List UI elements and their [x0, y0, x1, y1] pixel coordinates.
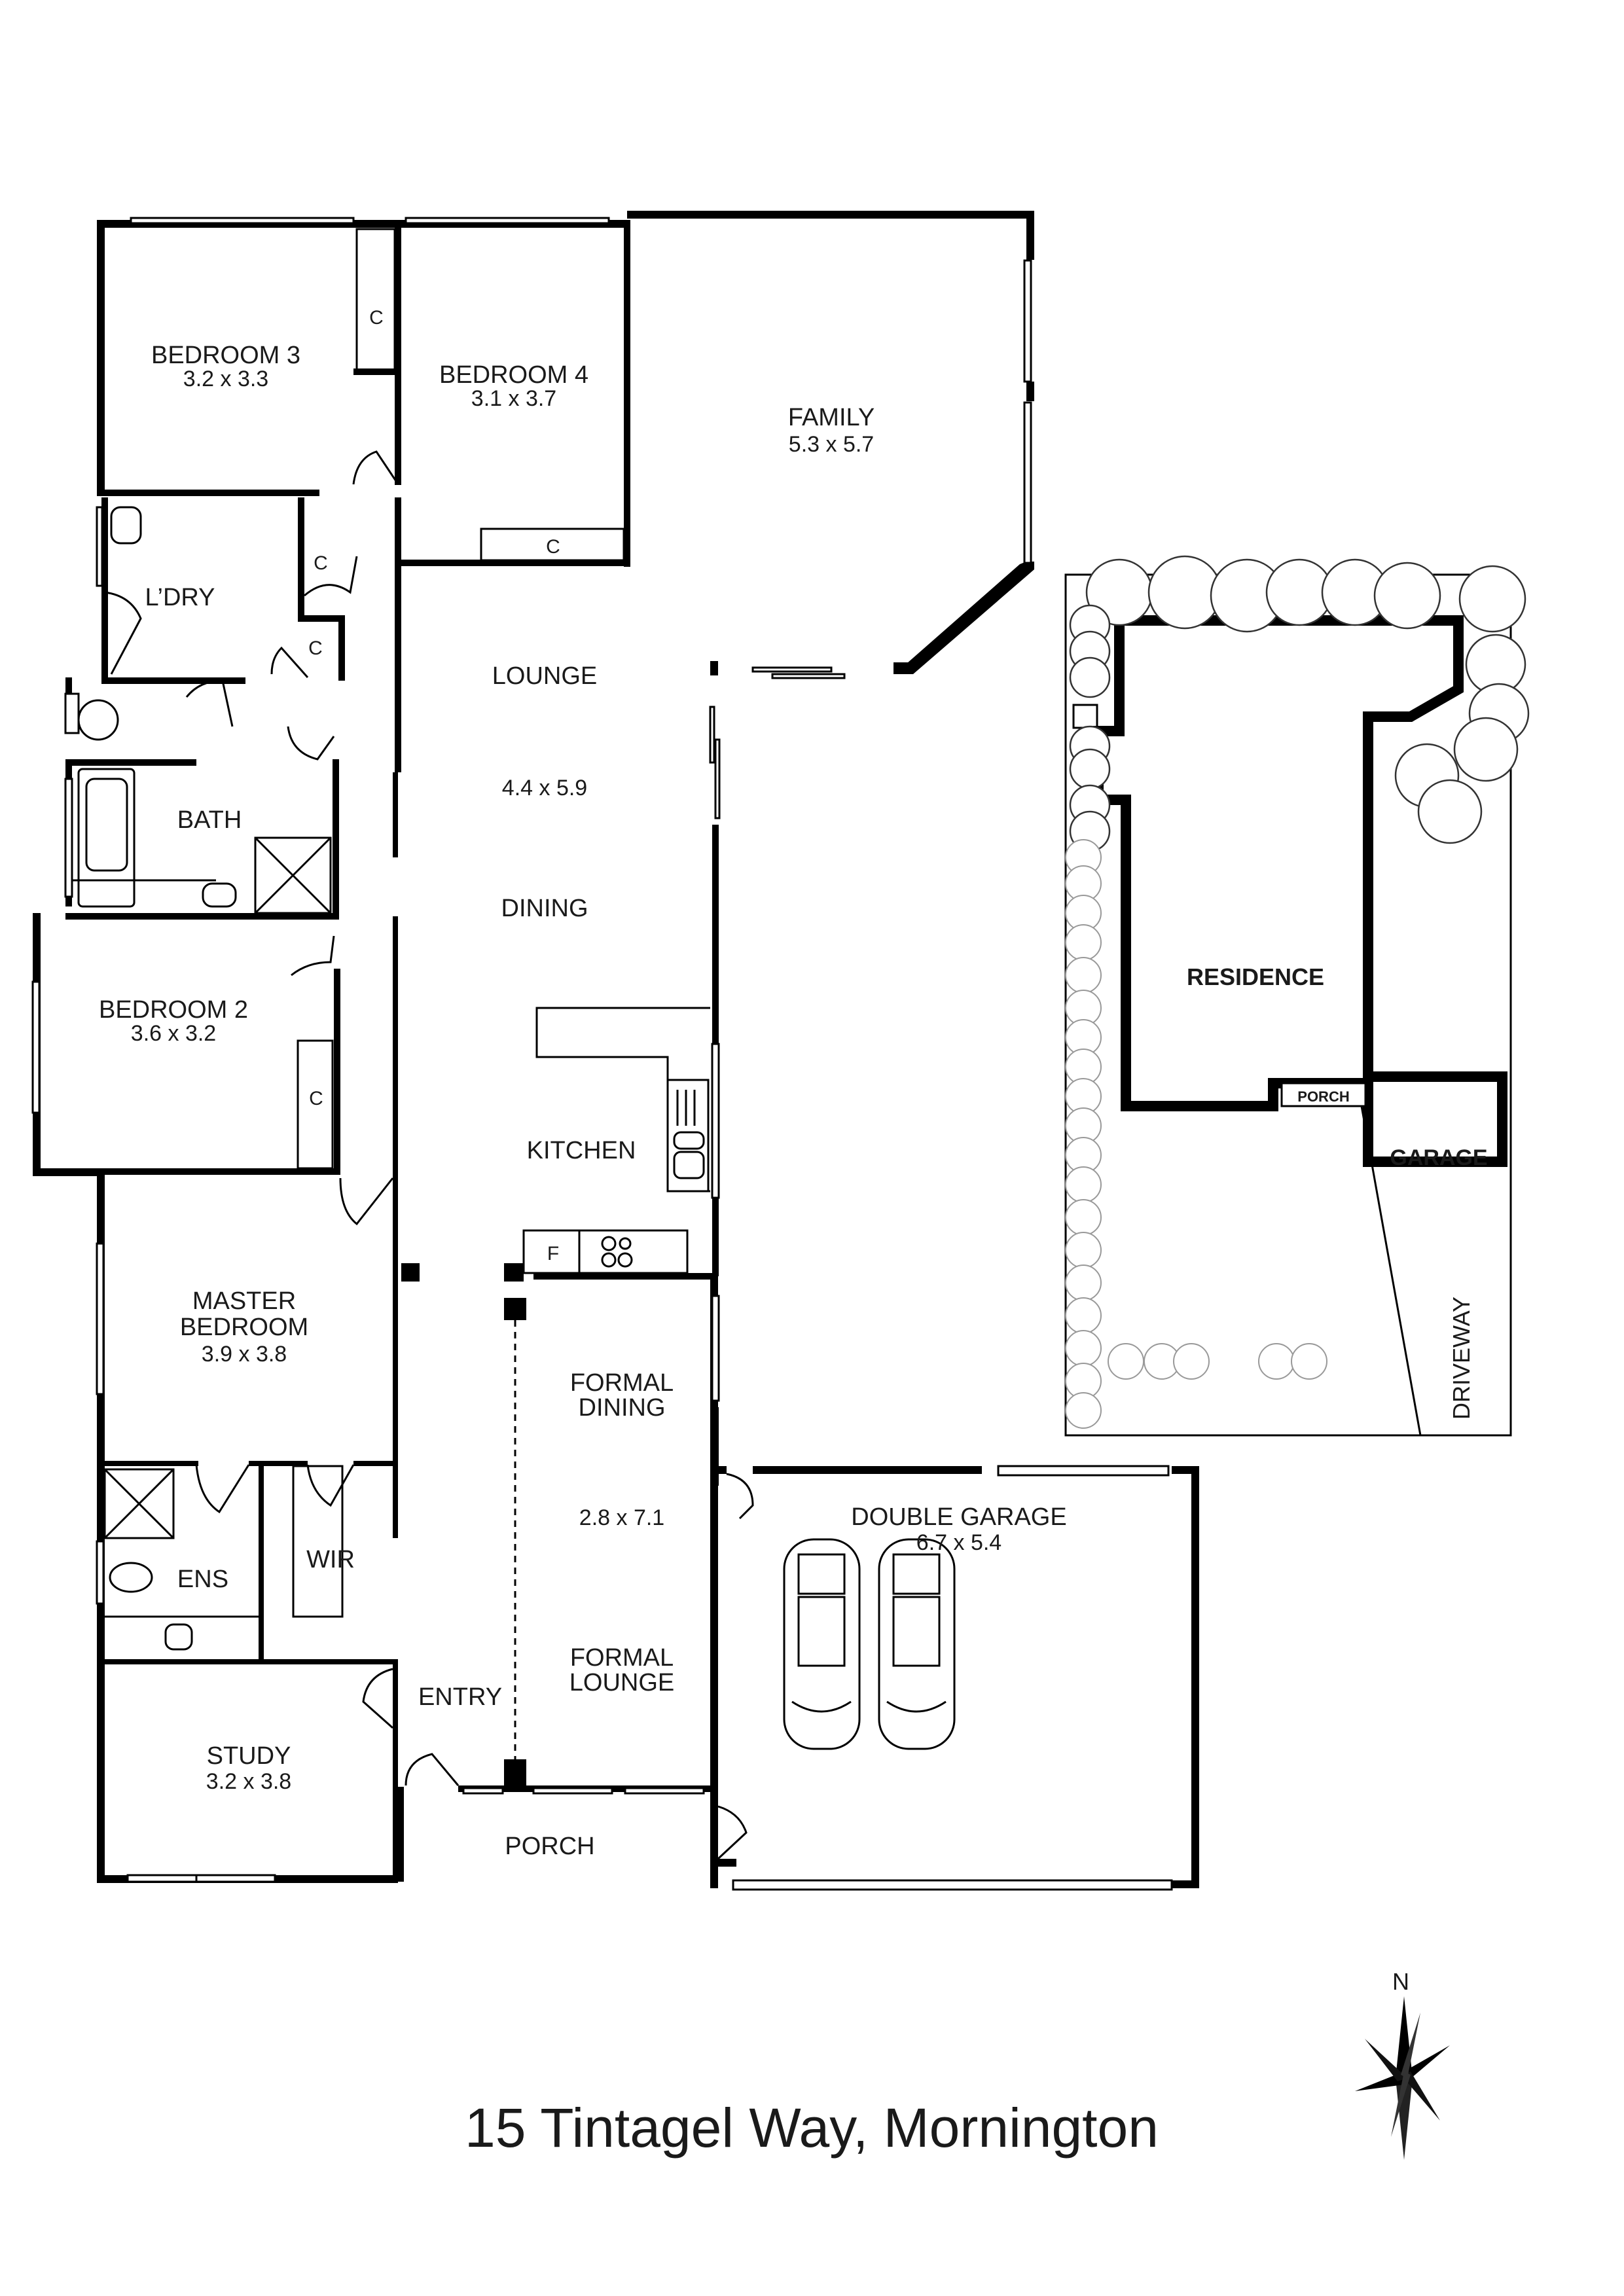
master-size: 3.9 x 3.8 [202, 1342, 287, 1367]
lounge-label: LOUNGE [492, 662, 597, 690]
bedroom3-label: BEDROOM 3 [151, 342, 300, 369]
formal-lounge-label-2: LOUNGE [569, 1669, 674, 1696]
property-address-title: 15 Tintagel Way, Mornington [465, 2097, 1159, 2159]
porch-label: PORCH [505, 1833, 594, 1860]
study-label: STUDY [207, 1742, 291, 1770]
ensuite-label: ENS [177, 1566, 228, 1593]
formal-size: 2.8 x 7.1 [579, 1505, 664, 1530]
family-size: 5.3 x 5.7 [789, 432, 874, 457]
closet-label: C [308, 637, 323, 659]
fridge-label: F [547, 1243, 559, 1265]
car-icon-left [783, 1538, 861, 1750]
site-garage-label: GARAGE [1390, 1145, 1487, 1170]
compass-rose-icon: N [1355, 1968, 1450, 2160]
double-garage-label: DOUBLE GARAGE [851, 1503, 1066, 1531]
tree-icons [1065, 555, 1530, 1429]
kitchen-label: KITCHEN [527, 1137, 636, 1164]
bedroom3-size: 3.2 x 3.3 [183, 367, 268, 391]
north-label: N [1392, 1968, 1409, 1995]
entry-label: ENTRY [418, 1683, 502, 1711]
wir-label: WIR [306, 1546, 355, 1573]
site-plan [1064, 555, 1530, 1437]
residence-label: RESIDENCE [1187, 963, 1324, 990]
car-icon-right [878, 1538, 956, 1750]
master-label-1: MASTER [192, 1287, 296, 1315]
windows [31, 217, 1173, 1891]
study-size: 3.2 x 3.8 [206, 1769, 291, 1794]
formal-dining-label-2: DINING [579, 1394, 666, 1422]
bedroom2-size: 3.6 x 3.2 [131, 1021, 216, 1046]
lounge-size: 4.4 x 5.9 [502, 776, 587, 800]
bath-label: BATH [177, 806, 242, 834]
double-garage-size: 6.7 x 5.4 [916, 1530, 1001, 1555]
formal-dining-label-1: FORMAL [570, 1369, 674, 1397]
room-labels: BEDROOM 3 3.2 x 3.3 C BEDROOM 4 3.1 x 3.… [99, 307, 1488, 1860]
closet-label: C [309, 1088, 323, 1109]
formal-lounge-label-1: FORMAL [570, 1644, 674, 1672]
closet-label: C [314, 552, 328, 574]
master-label-2: BEDROOM [180, 1314, 308, 1341]
laundry-label: L’DRY [145, 584, 215, 611]
bedroom2-label: BEDROOM 2 [99, 996, 248, 1024]
bedroom4-size: 3.1 x 3.7 [471, 386, 556, 411]
closet-label: C [546, 536, 560, 558]
family-label: FAMILY [788, 404, 875, 431]
bedroom4-label: BEDROOM 4 [439, 361, 588, 389]
driveway-label: DRIVEWAY [1448, 1297, 1475, 1420]
dining-label: DINING [501, 895, 588, 922]
site-porch-label: PORCH [1297, 1088, 1349, 1105]
fixtures [72, 228, 754, 1860]
closet-label: C [369, 307, 384, 329]
